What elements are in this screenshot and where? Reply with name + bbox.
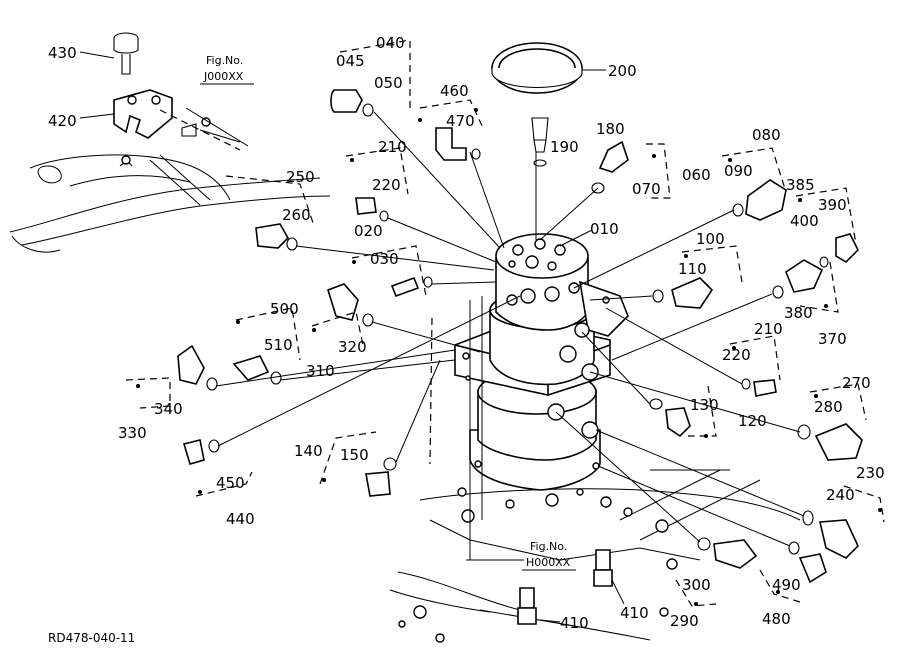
part-labels: 430 420 040 045 050 460 470 200 180 190 … — [48, 34, 885, 632]
part-label: 410 — [560, 614, 589, 632]
part-label: 370 — [818, 330, 847, 348]
part-label: 070 — [632, 180, 661, 198]
part-label: 300 — [682, 576, 711, 594]
part-label: 190 — [550, 138, 579, 156]
part-label: 080 — [752, 126, 781, 144]
part-label: 250 — [286, 168, 315, 186]
drawing-code: RD478-040-11 — [48, 631, 135, 645]
elbow-110 — [652, 277, 714, 309]
part-label: 290 — [670, 612, 699, 630]
part-label: 130 — [690, 396, 719, 414]
part-label: 030 — [370, 250, 399, 268]
fitting-130 — [649, 398, 691, 438]
part-label: 220 — [722, 346, 751, 364]
fitting-390 — [819, 233, 859, 268]
part-label: 340 — [154, 400, 183, 418]
elbow-060 — [591, 140, 629, 194]
part-label: 100 — [696, 230, 725, 248]
part-label: 010 — [590, 220, 619, 238]
part-label: 380 — [784, 304, 813, 322]
group-brackets — [125, 39, 885, 607]
elbow-470 — [435, 127, 481, 161]
part-label: 460 — [440, 82, 469, 100]
elbow-300 — [697, 537, 758, 569]
bolt-410-right — [593, 549, 613, 587]
part-label: 310 — [306, 362, 335, 380]
part-label: 210 — [378, 138, 407, 156]
figure-ref-j: Fig.No. J000XX — [200, 54, 254, 85]
part-label: 320 — [338, 338, 367, 356]
part-label: 400 — [790, 212, 819, 230]
figure-ref-h: Fig.No. H000XX — [522, 540, 576, 571]
bolt-410-left — [517, 587, 537, 625]
retainer-420 — [113, 89, 173, 165]
part-label: 420 — [48, 112, 77, 130]
elbow-340 — [177, 344, 218, 391]
fitting-450 — [182, 439, 220, 465]
part-label: 470 — [446, 112, 475, 130]
part-label: 510 — [264, 336, 293, 354]
elbow-280 — [797, 423, 863, 461]
part-label: 390 — [818, 196, 847, 214]
fig-ref-number: J000XX — [203, 70, 244, 83]
fitting-260 — [255, 223, 298, 251]
part-label: 120 — [738, 412, 767, 430]
fitting-490 — [788, 541, 827, 584]
reference-dots — [136, 108, 882, 606]
part-label: 090 — [724, 162, 753, 180]
fitting-220-upper — [355, 197, 389, 222]
part-label: 180 — [596, 120, 625, 138]
fitting-150 — [365, 457, 397, 497]
part-label: 240 — [826, 486, 855, 504]
part-label: 260 — [282, 206, 311, 224]
leader-lines — [79, 51, 805, 623]
part-label: 230 — [856, 464, 885, 482]
fitting-045 — [330, 89, 374, 117]
elbow-240 — [802, 510, 859, 559]
fig-ref-prefix: Fig.No. — [530, 540, 567, 553]
elbow-090 — [732, 179, 787, 221]
nipple-030 — [390, 276, 433, 298]
part-label: 440 — [226, 510, 255, 528]
elbow-320 — [327, 283, 374, 327]
fitting-220-lower — [741, 378, 777, 397]
swivel-joint-body — [454, 233, 629, 491]
part-label: 140 — [294, 442, 323, 460]
seal-ring-200 — [491, 42, 583, 94]
part-label: 210 — [754, 320, 783, 338]
part-label: 200 — [608, 62, 637, 80]
part-label: 150 — [340, 446, 369, 464]
part-label: 270 — [842, 374, 871, 392]
part-label: 045 — [336, 52, 365, 70]
part-label: 490 — [772, 576, 801, 594]
part-label: 050 — [374, 74, 403, 92]
fig-ref-prefix: Fig.No. — [206, 54, 243, 67]
plug-190 — [531, 117, 549, 167]
part-label: 480 — [762, 610, 791, 628]
bolt-430 — [113, 32, 139, 75]
part-label: 500 — [270, 300, 299, 318]
part-label: 110 — [678, 260, 707, 278]
part-label: 430 — [48, 44, 77, 62]
adapter-380 — [772, 259, 824, 299]
part-label: 450 — [216, 474, 245, 492]
part-label: 410 — [620, 604, 649, 622]
plate — [181, 117, 211, 137]
part-label: 040 — [376, 34, 405, 52]
part-label: 330 — [118, 424, 147, 442]
upper-frame — [9, 129, 331, 253]
part-label: 280 — [814, 398, 843, 416]
part-label: 060 — [682, 166, 711, 184]
fig-ref-number: H000XX — [526, 556, 571, 569]
part-label: 020 — [354, 222, 383, 240]
part-label: 385 — [786, 176, 815, 194]
part-label: 220 — [372, 176, 401, 194]
